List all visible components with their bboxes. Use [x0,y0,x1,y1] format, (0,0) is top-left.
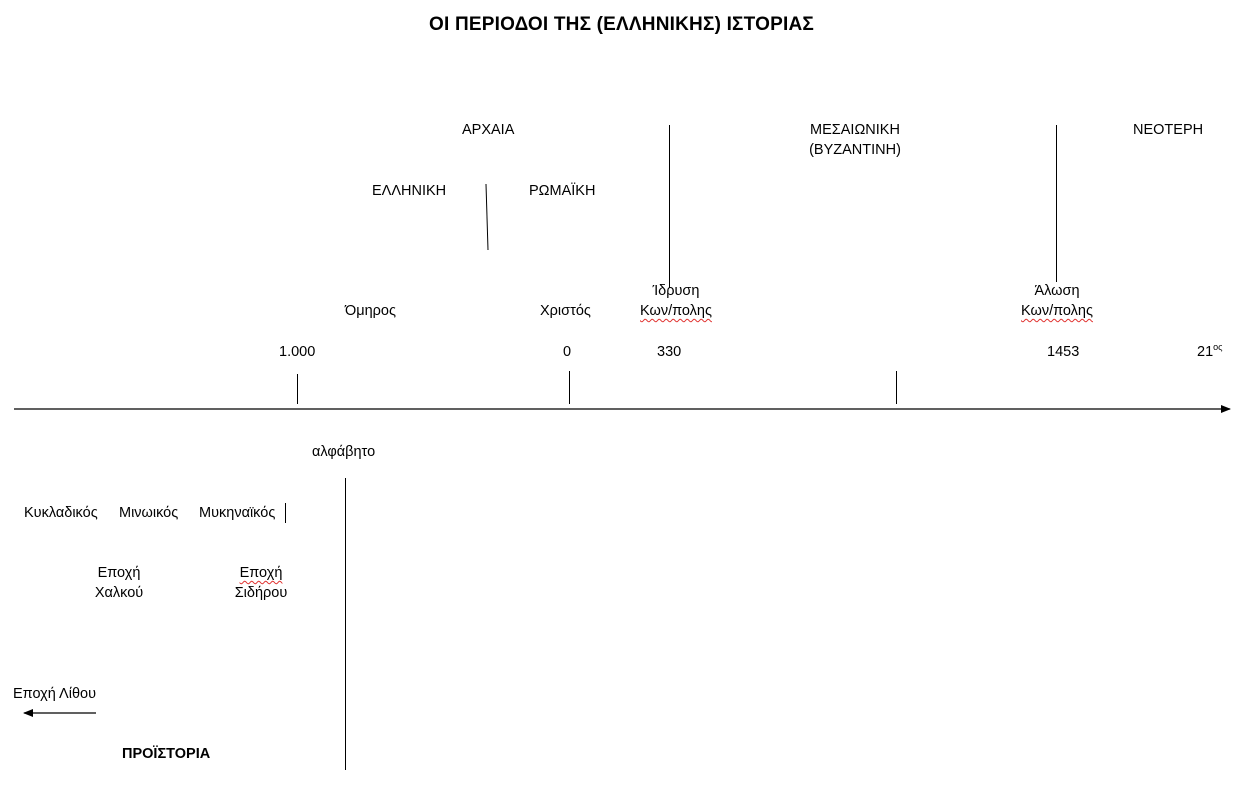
divider-greek-roman [485,183,489,251]
civ-minoan: Μινωικός [119,505,179,521]
age-bronze-line1: Εποχή [97,565,141,581]
event-homer: Όμηρος [345,303,396,319]
age-iron-line2: Σιδήρου [234,585,288,601]
event-fall-constantinople: Άλωση Κων/πολης [1007,281,1107,321]
age-bronze: Εποχή Χαλκού [79,563,159,603]
period-medieval-line1: ΜΕΣΑΙΩΝΙΚΗ [810,122,900,138]
age-iron: Εποχή Σιδήρου [221,563,301,603]
event-founding-line1: Ίδρυση [652,283,700,299]
label-prehistory: ΠΡΟΪΣΤΟΡΙΑ [122,746,211,762]
date-21-suffix: ος [1213,342,1223,352]
period-modern: ΝΕΟΤΕΡΗ [1133,122,1204,138]
period-ancient: ΑΡΧΑΙΑ [462,122,515,138]
divider-1453 [1056,125,1057,282]
diagram-title: ΟΙ ΠΕΡΙΟΔΟΙ ΤΗΣ (ΕΛΛΗΝΙΚΗΣ) ΙΣΤΟΡΙΑΣ [429,14,814,35]
label-alphabet: αλφάβητο [312,444,376,460]
age-bronze-line2: Χαλκού [94,585,144,601]
divider-330 [669,125,670,288]
date-1000: 1.000 [279,344,316,360]
date-21-number: 21 [1197,344,1214,360]
date-1453: 1453 [1047,344,1080,360]
event-founding-word: Κων/πολης [640,303,712,319]
age-iron-line1: Εποχή [221,563,301,583]
civ-cycladic: Κυκλαδικός [24,505,98,521]
civ-mycenaean: Μυκηναϊκός [199,505,276,521]
date-21st-century: 21ος [1197,342,1222,362]
event-christ: Χριστός [540,303,591,319]
age-stone: Εποχή Λίθου [13,686,97,702]
period-medieval-line2: (ΒΥΖΑΝΤΙΝΗ) [809,142,901,158]
period-medieval: ΜΕΣΑΙΩΝΙΚΗ (ΒΥΖΑΝΤΙΝΗ) [795,120,915,160]
event-fall-word: Κων/πολης [1021,303,1093,319]
period-greek: ΕΛΛΗΝΙΚΗ [372,183,447,199]
date-330: 330 [657,344,682,360]
age-iron-word: Εποχή [239,565,283,581]
event-founding-constantinople: Ίδρυση Κων/πολης [626,281,726,321]
event-fall-line2: Κων/πολης [1007,301,1107,321]
date-0: 0 [563,344,572,360]
event-fall-line1: Άλωση [1034,283,1080,299]
period-roman: ΡΩΜΑΪΚΗ [529,183,596,199]
event-founding-line2: Κων/πολης [626,301,726,321]
